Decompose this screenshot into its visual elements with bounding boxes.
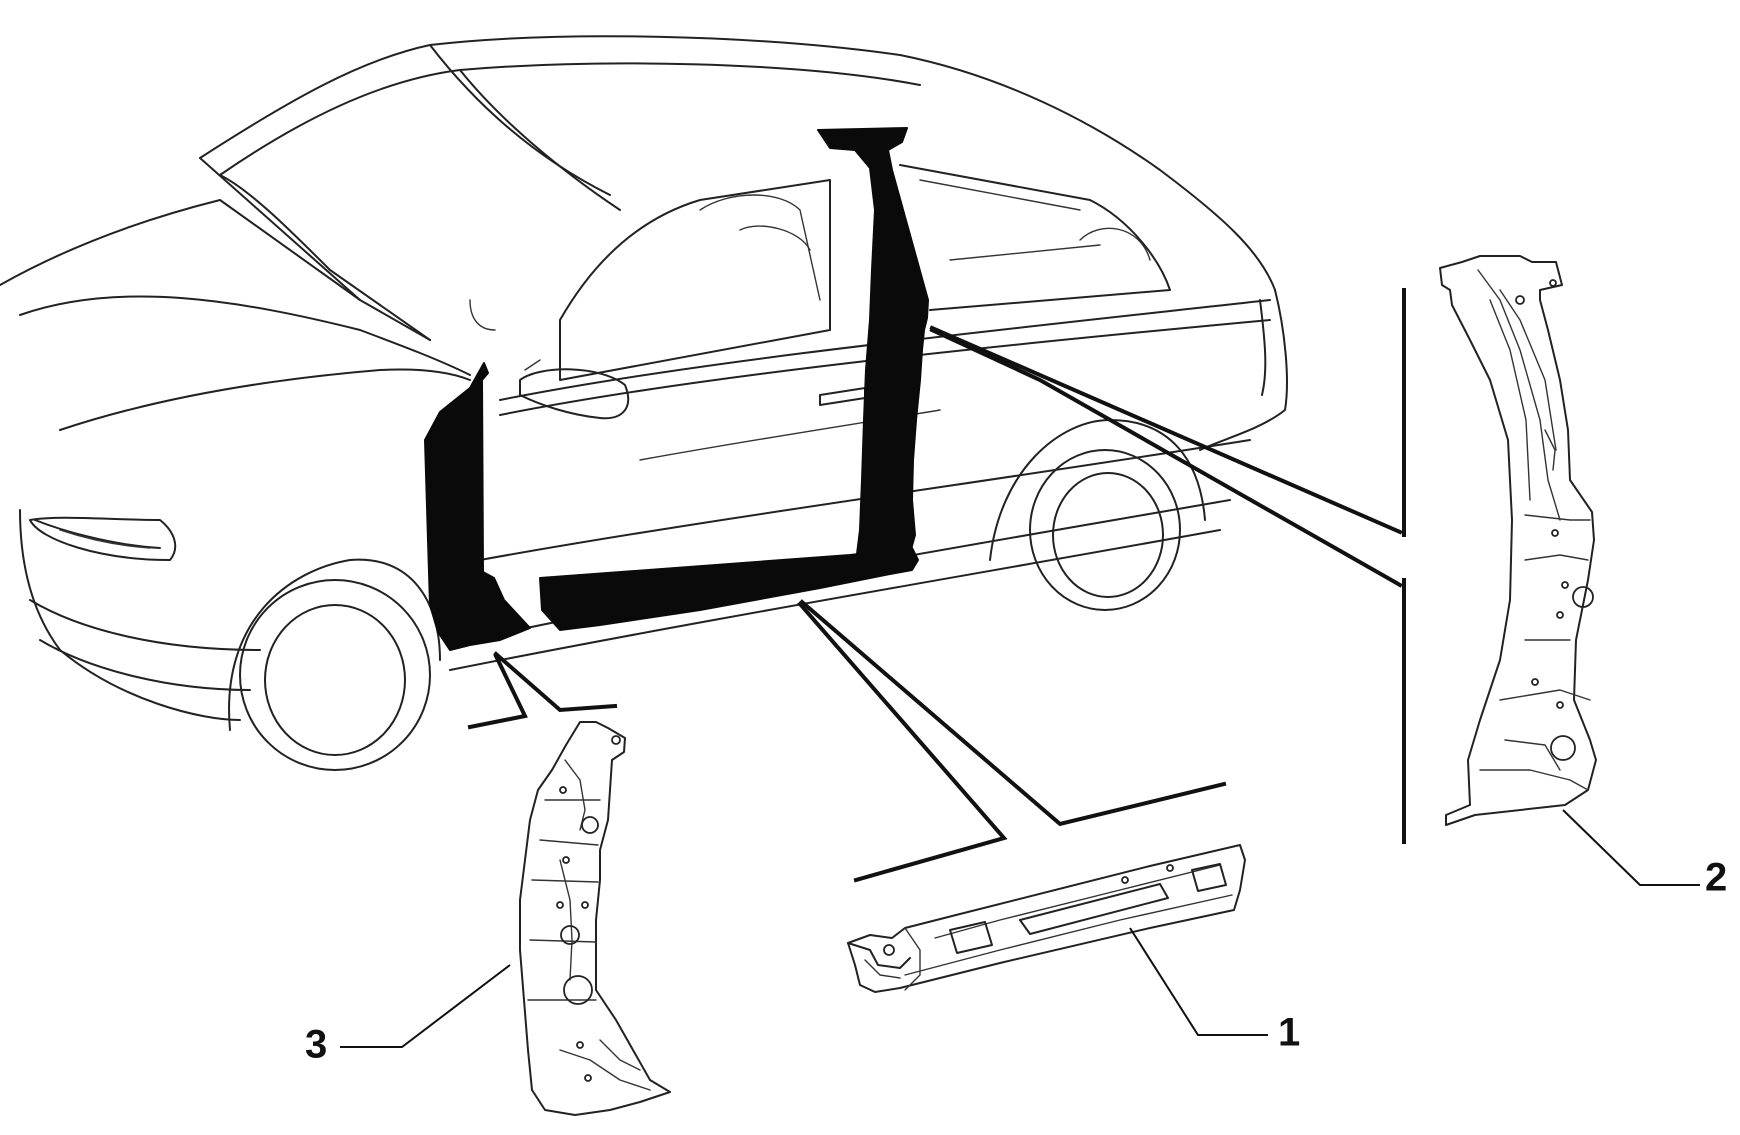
part-1-sill [847, 844, 1246, 993]
leader-lines [467, 288, 1406, 883]
part-2-label: 2 [1705, 856, 1727, 900]
part-2-b-pillar [1439, 255, 1597, 826]
part-3-label: 3 [305, 1023, 327, 1067]
callout-3: 3 [305, 964, 511, 1067]
part-3-a-pillar [519, 721, 671, 1116]
callout-2: 2 [1562, 809, 1727, 900]
a-pillar-highlight [424, 362, 531, 651]
part-1-label: 1 [1278, 1011, 1300, 1055]
callout-1: 1 [1129, 927, 1300, 1055]
highlighted-parts-on-car [424, 127, 929, 651]
sill-highlight [539, 547, 919, 631]
car-body-outline [0, 35, 1288, 771]
b-pillar-highlight [817, 127, 929, 567]
